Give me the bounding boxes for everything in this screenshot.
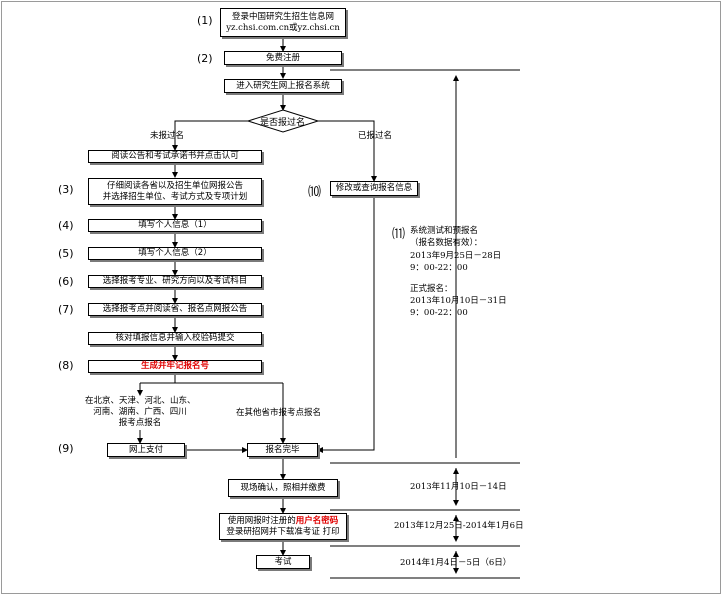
schedule-pre-date: 2013年9月25日－28日 bbox=[410, 251, 502, 261]
step-number-5: (5) bbox=[58, 247, 74, 260]
schedule-confirm-date: 2013年11月10日－14日 bbox=[410, 482, 507, 492]
step-number-4: (4) bbox=[58, 219, 74, 232]
read-notice-label: 阅读公告和考试承诺书并点击认可 bbox=[111, 151, 239, 161]
step-number-6: (6) bbox=[58, 275, 74, 288]
read-notice-box: 阅读公告和考试承诺书并点击认可 bbox=[88, 150, 262, 163]
other-region-note: 在其他省市报考点报名 bbox=[236, 408, 322, 418]
registration-done-box: 报名完毕 bbox=[247, 443, 318, 457]
schedule-print-date: 2013年12月25日-2014年1月6日 bbox=[394, 521, 524, 531]
schedule-pre-title: 系统测试和预报名 bbox=[410, 226, 479, 236]
step-number-8: (8) bbox=[58, 359, 74, 372]
enter-system-label: 进入研究生网上报名系统 bbox=[236, 80, 330, 91]
registration-done-label: 报名完毕 bbox=[265, 444, 300, 455]
step-number-7: (7) bbox=[58, 303, 74, 316]
register-box: 免费注册 bbox=[224, 51, 342, 65]
exam-label: 考试 bbox=[274, 556, 292, 567]
choose-major-box: 选择报考专业、研究方向以及考试科目 bbox=[88, 275, 262, 288]
modify-label: 修改或查询报名信息 bbox=[335, 183, 413, 193]
step-number-11: ⑾ bbox=[392, 227, 406, 242]
login-site-box: 登录中国研究生招生信息网 yz.chsi.com.cn或yz.chsi.cn bbox=[220, 8, 346, 37]
schedule-pre-note: （报名数据有效）： bbox=[410, 238, 483, 248]
verify-submit-box: 核对填报信息并输入校验码提交 bbox=[88, 332, 262, 345]
print-line-2: 登录研招网并下载准考证 打印 bbox=[226, 526, 340, 537]
print-line-1-highlight: 用户名密码 bbox=[295, 515, 339, 526]
online-pay-label: 网上支付 bbox=[128, 444, 163, 455]
step-number-3: (3) bbox=[58, 183, 74, 196]
login-line-1: 登录中国研究生招生信息网 bbox=[231, 11, 334, 22]
register-label: 免费注册 bbox=[265, 52, 300, 63]
choose-site-label: 选择报考点并阅读省、报名点网报公告 bbox=[102, 304, 248, 314]
fill-info-1-label: 填写个人信息（1） bbox=[138, 220, 212, 230]
read-detail-line-2: 并选择招生单位、考试方式及专项计划 bbox=[102, 191, 248, 202]
print-line-1: 使用网报时注册的用户名密码 bbox=[228, 516, 339, 527]
decision-diamond bbox=[246, 109, 320, 133]
region-line-1: 在北京、天津、河北、山东、 bbox=[85, 396, 196, 406]
exam-box: 考试 bbox=[256, 555, 310, 569]
login-line-2: yz.chsi.com.cn或yz.chsi.cn bbox=[226, 22, 340, 33]
online-pay-box: 网上支付 bbox=[107, 443, 185, 457]
read-detail-box: 仔细阅读各省以及招生单位网报公告 并选择招生单位、考试方式及专项计划 bbox=[88, 178, 262, 205]
verify-submit-label: 核对填报信息并输入校验码提交 bbox=[115, 333, 235, 343]
schedule-pre-time: 9：00-22：00 bbox=[410, 263, 468, 273]
schedule-exam-date: 2014年1月4日－5日（6日） bbox=[400, 558, 512, 568]
arrow-registered bbox=[318, 120, 377, 182]
region-note: 在北京、天津、河北、山东、 河南、湖南、广西、四川 报考点报名 bbox=[85, 396, 196, 429]
onsite-confirm-label: 现场确认，照相并缴费 bbox=[240, 482, 326, 493]
branch-not-registered-label: 未报过名 bbox=[150, 131, 185, 141]
step-number-2: (2) bbox=[197, 52, 213, 65]
region-line-3: 报考点报名 bbox=[118, 418, 162, 428]
branch-registered-label: 已报过名 bbox=[358, 131, 393, 141]
choose-major-label: 选择报考专业、研究方向以及考试科目 bbox=[102, 276, 248, 286]
print-line-1-prefix: 使用网报时注册的 bbox=[227, 515, 296, 526]
schedule-formal-title: 正式报名： bbox=[410, 284, 453, 294]
enter-system-box: 进入研究生网上报名系统 bbox=[224, 79, 342, 93]
generate-number-label: 生成并牢记报名号 bbox=[140, 361, 209, 371]
step-number-10: ⑽ bbox=[308, 185, 322, 200]
fill-info-2-box: 填写个人信息（2） bbox=[88, 247, 262, 260]
read-detail-line-1: 仔细阅读各省以及招生单位网报公告 bbox=[106, 180, 243, 191]
region-line-2: 河南、湖南、广西、四川 bbox=[93, 407, 187, 417]
print-ticket-box: 使用网报时注册的用户名密码 登录研招网并下载准考证 打印 bbox=[219, 513, 347, 540]
onsite-confirm-box: 现场确认，照相并缴费 bbox=[228, 479, 338, 497]
generate-number-box: 生成并牢记报名号 bbox=[88, 360, 262, 373]
fill-info-1-box: 填写个人信息（1） bbox=[88, 219, 262, 232]
step-number-9: (9) bbox=[58, 442, 74, 455]
modify-box: 修改或查询报名信息 bbox=[330, 181, 418, 196]
choose-site-box: 选择报考点并阅读省、报名点网报公告 bbox=[88, 303, 262, 316]
schedule-formal-date: 2013年10月10日－31日 bbox=[410, 296, 507, 306]
arrow-not-registered bbox=[172, 120, 248, 151]
schedule-formal-time: 9：00-22：00 bbox=[410, 308, 468, 318]
decision-label: 是否报过名 bbox=[260, 118, 306, 128]
fill-info-2-label: 填写个人信息（2） bbox=[138, 248, 212, 258]
step-number-1: (1) bbox=[197, 14, 213, 27]
